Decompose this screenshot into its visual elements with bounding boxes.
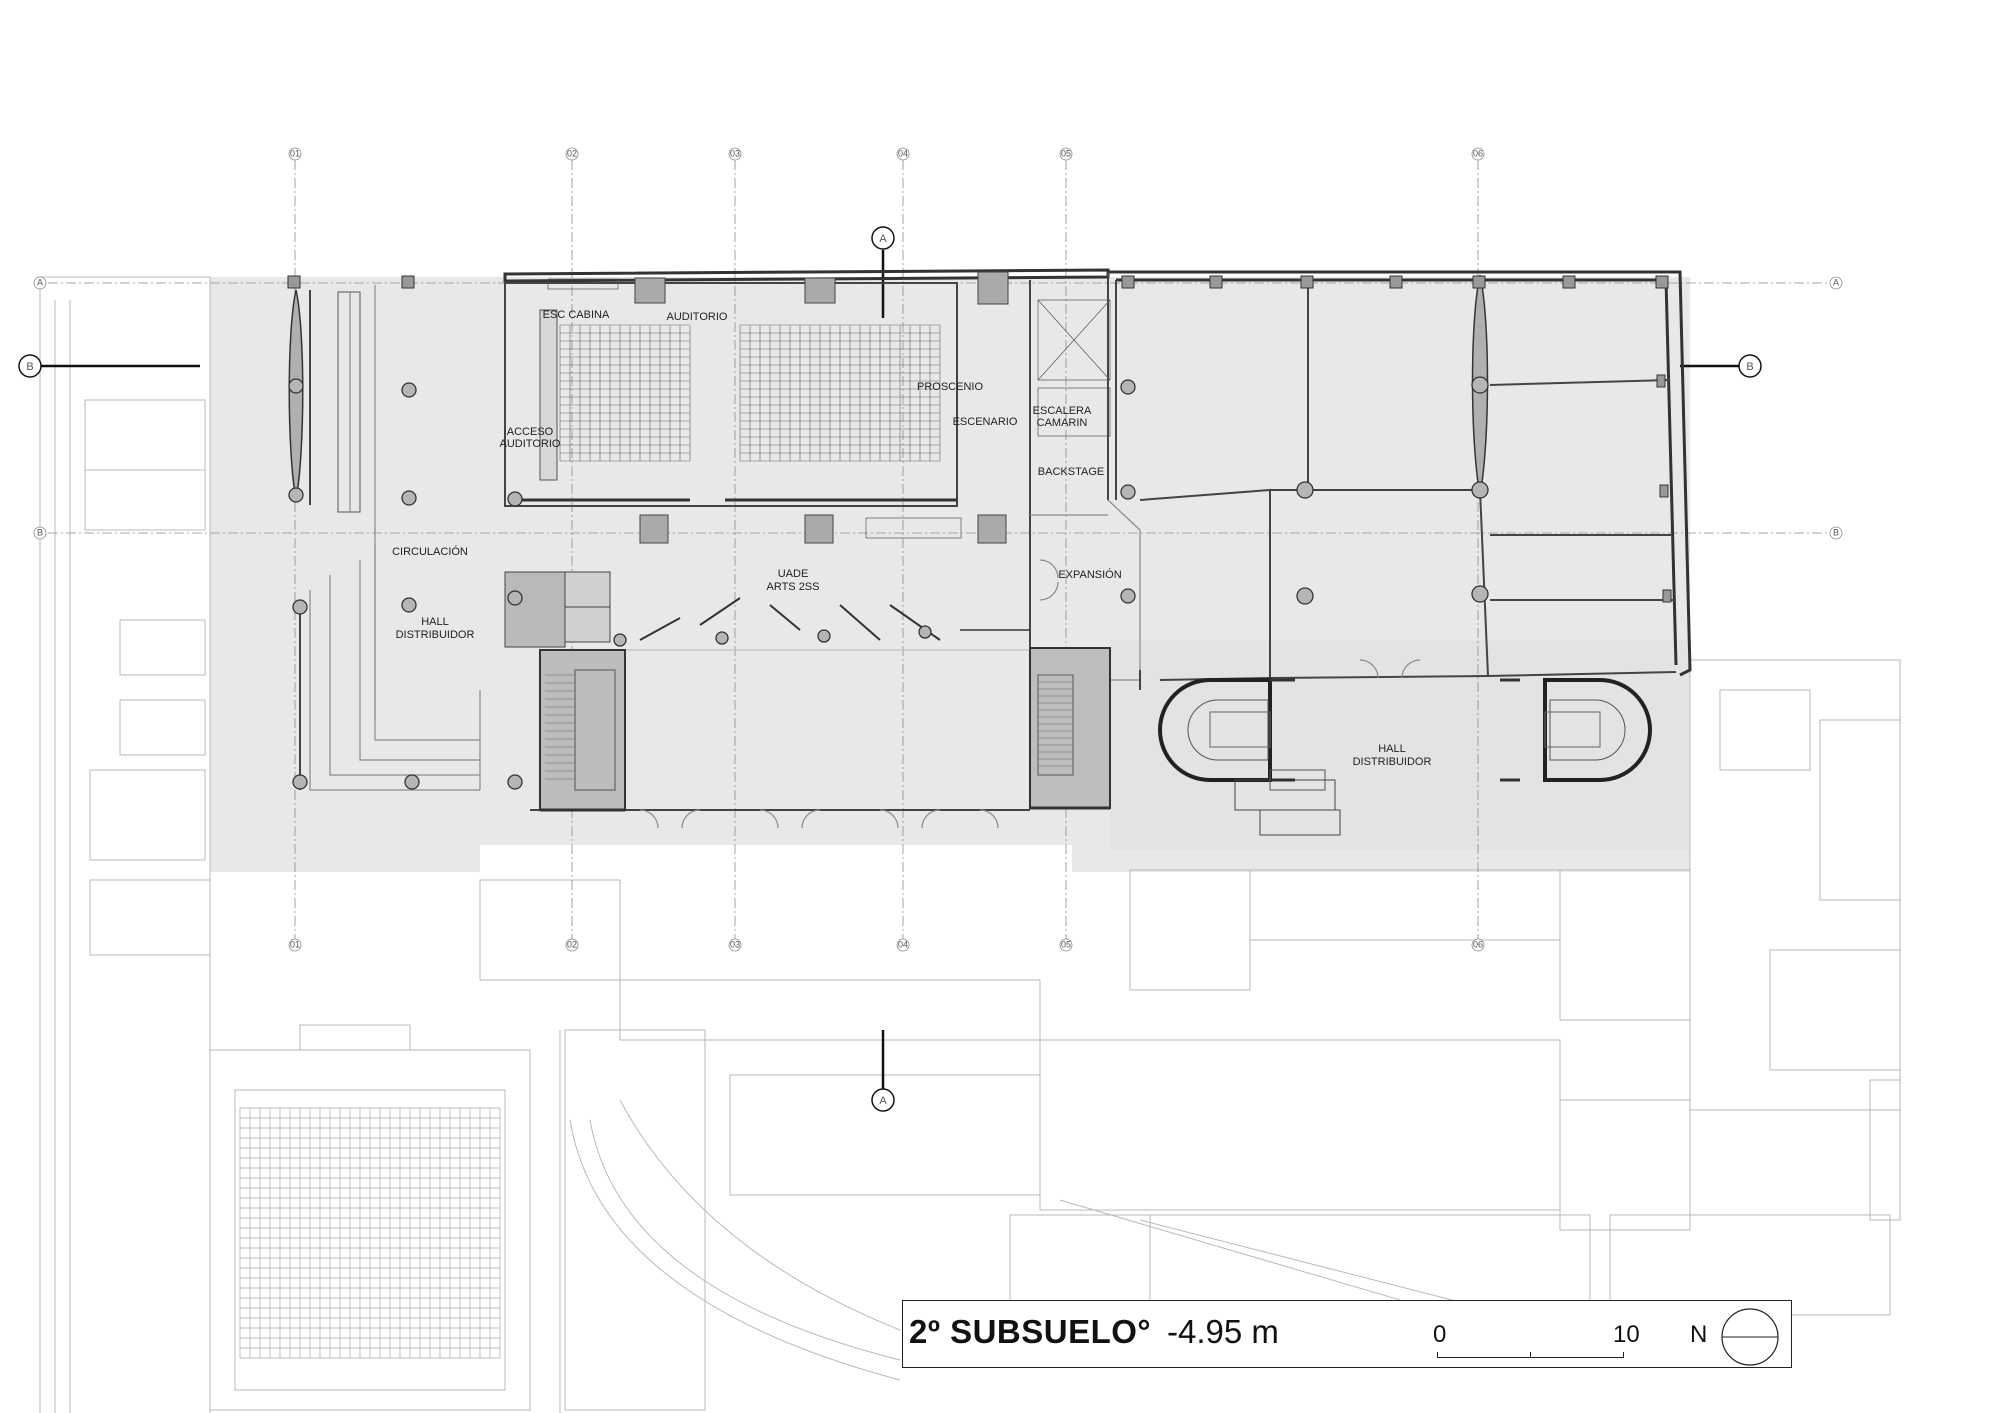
grid-label-06-top: 06 bbox=[1473, 148, 1483, 158]
section-b-left-label: B bbox=[26, 361, 33, 373]
grid-label-02-top: 02 bbox=[567, 148, 577, 158]
north-label: N bbox=[1690, 1321, 1708, 1348]
room-labels: ESC CABINA AUDITORIO PROSCENIO ESCENARIO… bbox=[392, 309, 1431, 768]
section-mark-b: B B bbox=[18, 354, 1762, 378]
label-backstage: BACKSTAGE bbox=[1038, 466, 1104, 478]
label-escalera-camarin-2: CAMARIN bbox=[1037, 417, 1088, 429]
doors bbox=[639, 559, 1421, 829]
grid-bubbles-bottom: 01 02 03 04 05 06 bbox=[288, 938, 1485, 952]
label-uade-2: ARTS 2SS bbox=[767, 581, 820, 593]
label-acceso-auditorio-1: ACCESO bbox=[507, 426, 554, 438]
label-esc-cabina: ESC CABINA bbox=[543, 309, 610, 321]
round-columns bbox=[288, 376, 1489, 790]
label-hall-left-2: DISTRIBUIDOR bbox=[396, 629, 475, 641]
grid-row-a-right: A bbox=[1833, 277, 1839, 287]
label-hall-left-1: HALL bbox=[421, 616, 449, 628]
right-wing-floor bbox=[1110, 640, 1690, 850]
grid-label-01-top: 01 bbox=[290, 148, 300, 158]
grid-label-06-bottom: 06 bbox=[1473, 939, 1483, 949]
label-circulacion: CIRCULACIÓN bbox=[392, 545, 468, 558]
label-escalera-camarin-1: ESCALERA bbox=[1033, 405, 1092, 417]
center-stair-core bbox=[1029, 647, 1111, 810]
label-acceso-auditorio-2: AUDITORIO bbox=[500, 438, 561, 450]
left-hall-structure bbox=[288, 285, 481, 791]
level-name: 2º SUBSUELO° bbox=[909, 1313, 1152, 1350]
section-mark-a: A A bbox=[871, 226, 895, 1112]
scale-start-label: 0 bbox=[1433, 1321, 1447, 1348]
auditorium bbox=[504, 271, 1009, 544]
grid-label-03-top: 03 bbox=[730, 148, 740, 158]
scale-bar bbox=[1437, 1352, 1624, 1358]
perimeter-columns bbox=[287, 275, 1672, 603]
label-escenario: ESCENARIO bbox=[953, 416, 1018, 428]
grid-bubbles-top: 01 02 03 04 05 06 bbox=[288, 147, 1485, 161]
grid-label-04-bottom: 04 bbox=[898, 939, 908, 949]
left-stair-core bbox=[504, 571, 626, 812]
lower-auditorium-seating bbox=[239, 1107, 501, 1359]
upper-stairs bbox=[547, 278, 1111, 539]
level-elevation: -4.95 m bbox=[1167, 1313, 1279, 1350]
north-arrow-icon bbox=[1721, 1308, 1779, 1366]
title-block: 2º SUBSUELO° -4.95 m 0 10 N bbox=[902, 1300, 1792, 1368]
grid-label-04-top: 04 bbox=[898, 148, 908, 158]
label-proscenio: PROSCENIO bbox=[917, 381, 983, 393]
grid-row-a-left: A bbox=[37, 277, 43, 287]
grid-label-01-bottom: 01 bbox=[290, 939, 300, 949]
grid-label-02-bottom: 02 bbox=[567, 939, 577, 949]
scale-end-label: 10 bbox=[1613, 1321, 1640, 1348]
label-expansion: EXPANSIÓN bbox=[1058, 568, 1121, 581]
grid-label-05-top: 05 bbox=[1061, 148, 1071, 158]
label-hall-right-1: HALL bbox=[1378, 743, 1406, 755]
section-a-bottom-label: A bbox=[879, 1095, 887, 1107]
grid-row-bubbles: A A B B bbox=[33, 276, 1843, 540]
grid-label-05-bottom: 05 bbox=[1061, 939, 1071, 949]
section-b-right-label: B bbox=[1746, 361, 1753, 373]
right-wing-stairs bbox=[1158, 678, 1652, 836]
grid-row-b-left: B bbox=[37, 527, 43, 537]
label-auditorio: AUDITORIO bbox=[667, 311, 728, 323]
grid-label-03-bottom: 03 bbox=[730, 939, 740, 949]
label-hall-right-2: DISTRIBUIDOR bbox=[1353, 756, 1432, 768]
grid-row-b-right: B bbox=[1833, 527, 1839, 537]
section-a-top-label: A bbox=[879, 233, 887, 245]
context-linework bbox=[39, 276, 1901, 1413]
label-uade-1: UADE bbox=[778, 568, 809, 580]
